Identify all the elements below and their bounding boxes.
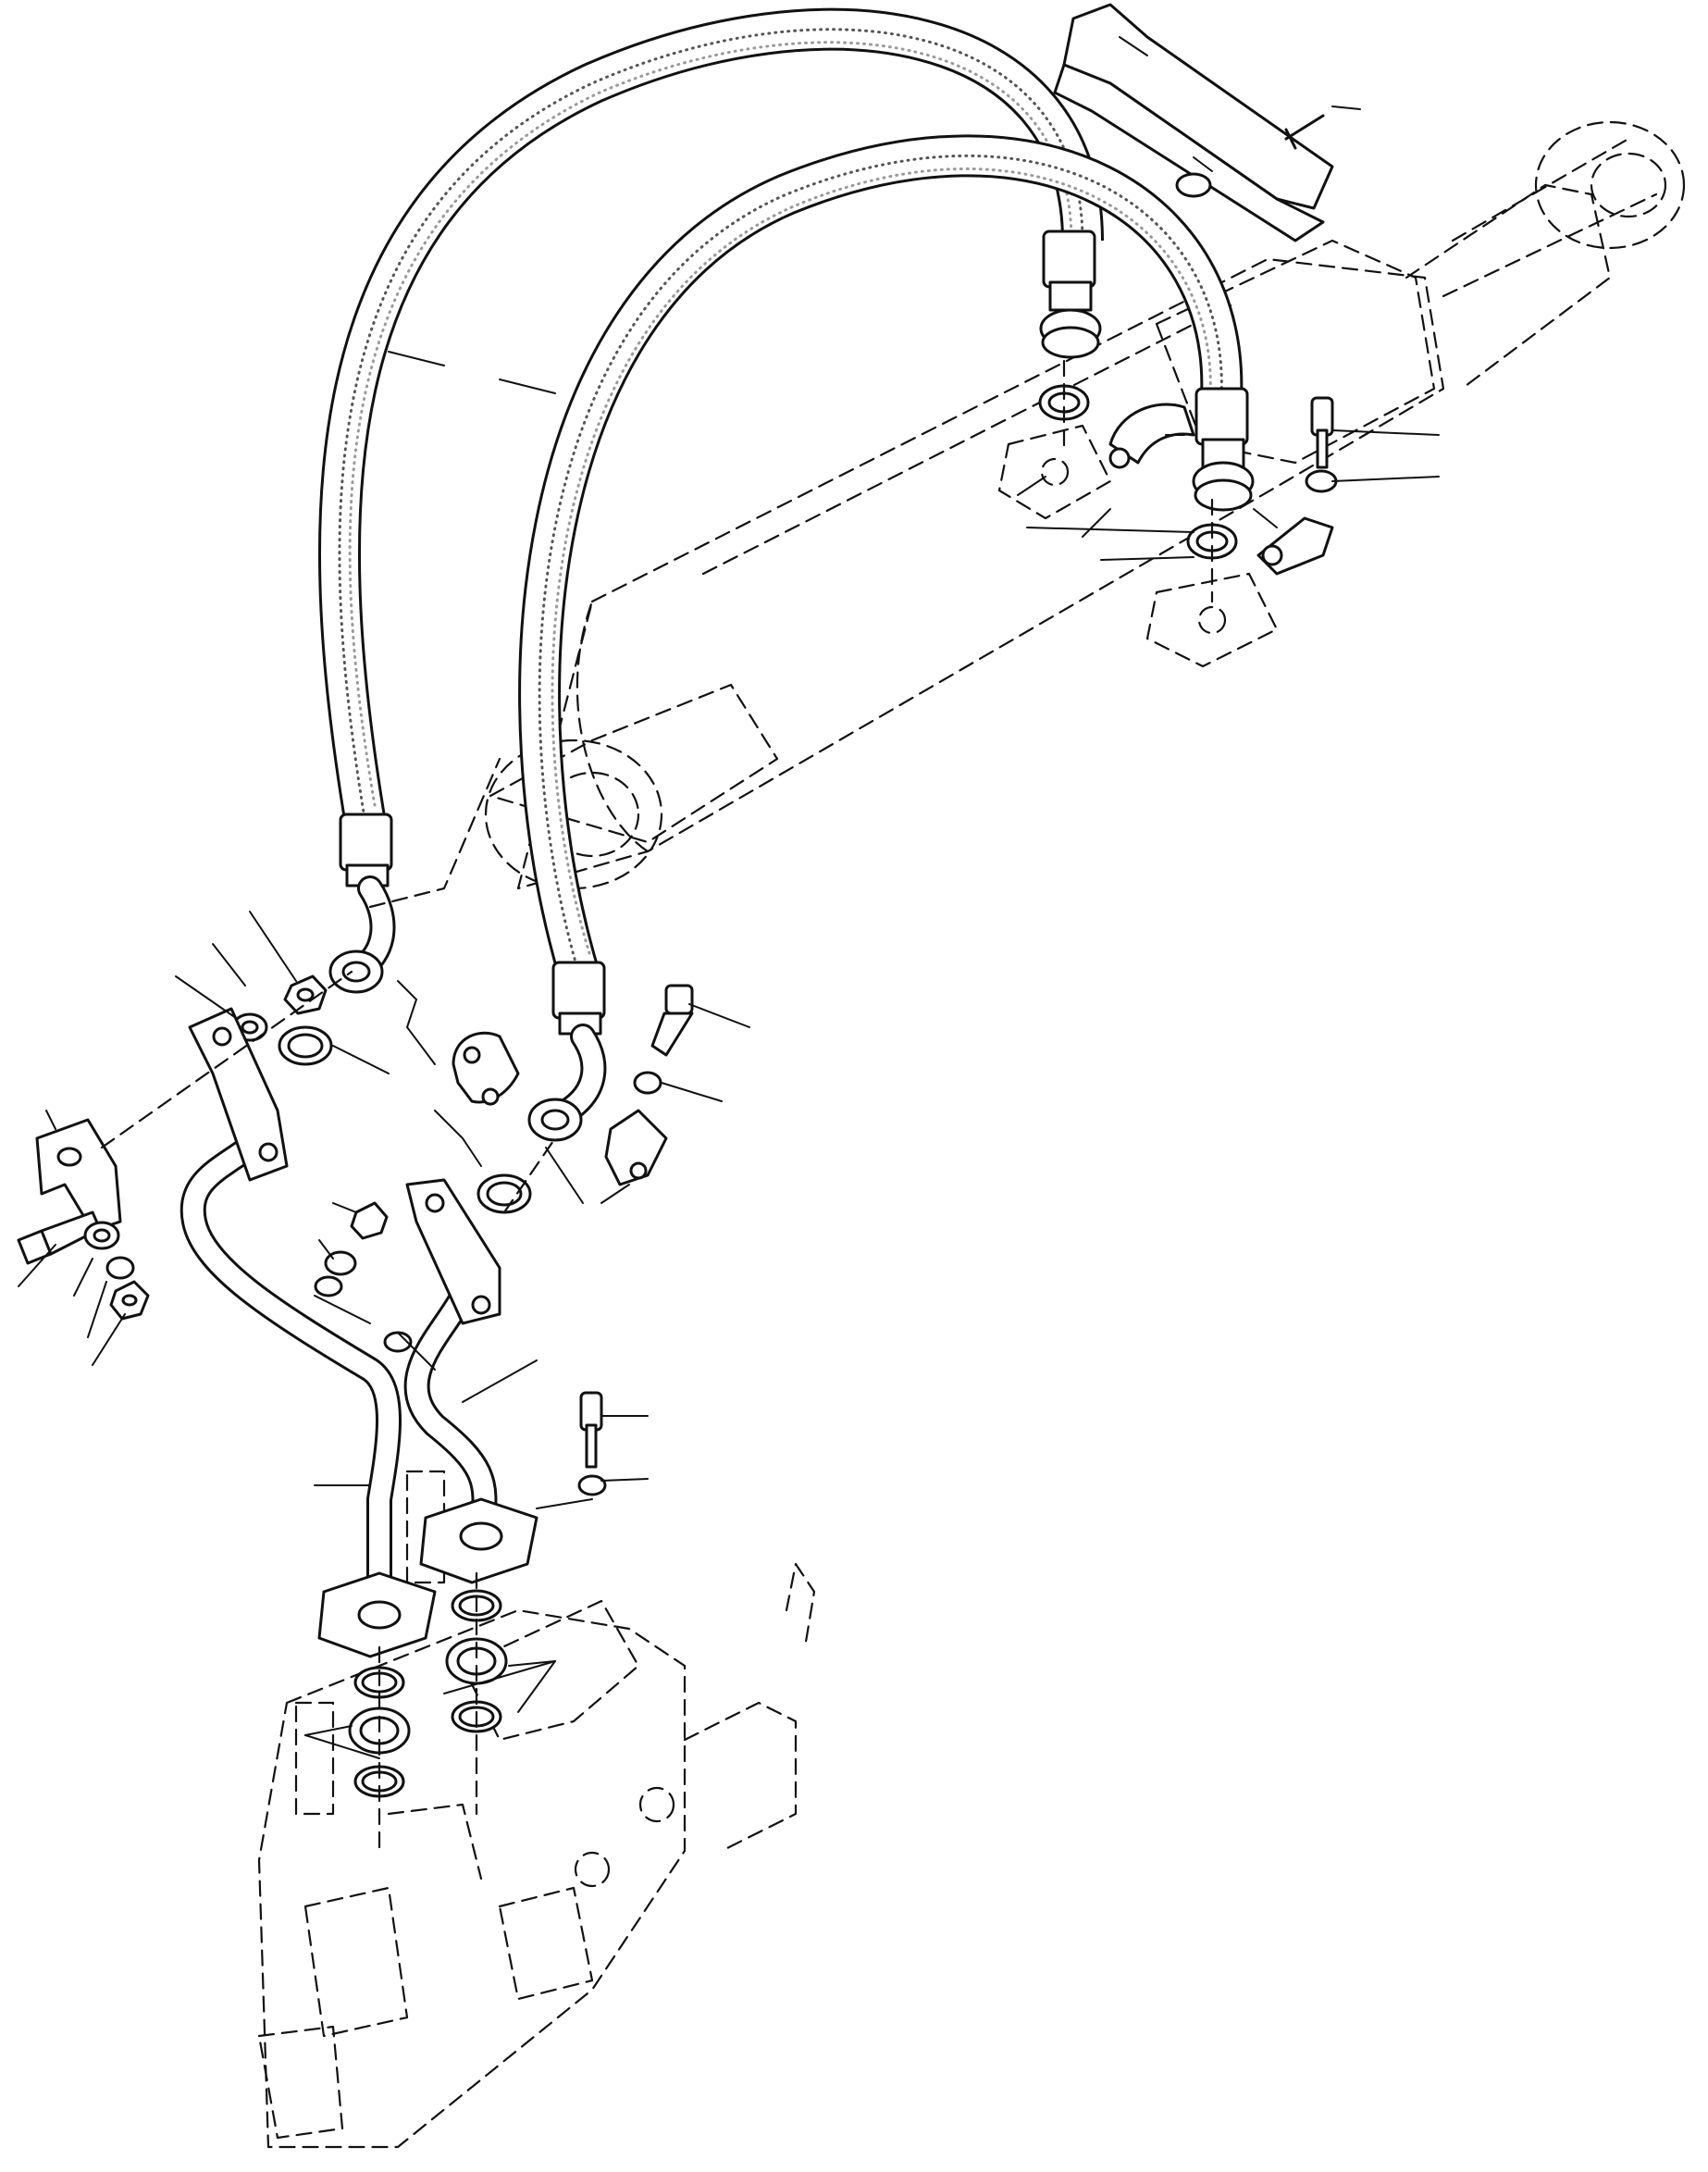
tube-weld-boss [314,1275,413,1353]
tube-flange-left [317,1571,437,1658]
tube-flange-right [419,1497,538,1584]
cylinder-port-pad-upper [997,424,1112,520]
bracket-bolt [1284,114,1325,150]
hose-support-bracket [1053,3,1334,242]
hose-upper-bottom-ferrule [328,813,396,994]
callout-leader-lines [18,105,1440,1759]
hose-upper [318,7,1104,827]
tube-clamp-washer [633,1071,662,1095]
hose-lower [518,134,1244,978]
nut-upper-left [283,974,328,1015]
o-ring-center [477,1173,532,1214]
tube-mount-tab-left [188,1007,289,1182]
tube-split-flange-clamp [604,1109,668,1186]
cylinder-split-flange-upper [1108,403,1195,469]
split-flange-clamp-center [452,1031,520,1106]
flange-bolt [579,1391,603,1469]
flange-washer [577,1474,607,1496]
assembly-center-lines [100,359,1214,1853]
control-valve-phantom [257,1470,816,2149]
bracket-nut-left [109,1280,150,1321]
bracket-bolt-left [17,1210,102,1265]
mounting-bracket-left [35,1118,122,1233]
o-ring-left [278,1025,333,1066]
tube-clamp-nut [324,1201,389,1276]
tube-mount-tab-right [405,1178,501,1325]
cylinder-split-flange-lower [1256,516,1334,576]
tube-clamp-bolt [650,984,694,1057]
hose-lower-bottom-ferrule [527,961,607,1142]
hose-upper-top-ferrule [1039,230,1102,359]
cylinder-port-pad-lower [1145,572,1279,668]
hose-lower-top-ferrule [1192,387,1255,512]
steel-tube-left [179,1051,402,1642]
valve-adapter-2 [445,1637,508,1685]
bracket-lock-washer-left [105,1256,135,1280]
bracket-washer-left [83,1221,120,1250]
steel-tube-right [403,1199,498,1540]
cylinder-flange-bolt [1310,396,1334,469]
valve-o-ring-2 [451,1589,502,1622]
